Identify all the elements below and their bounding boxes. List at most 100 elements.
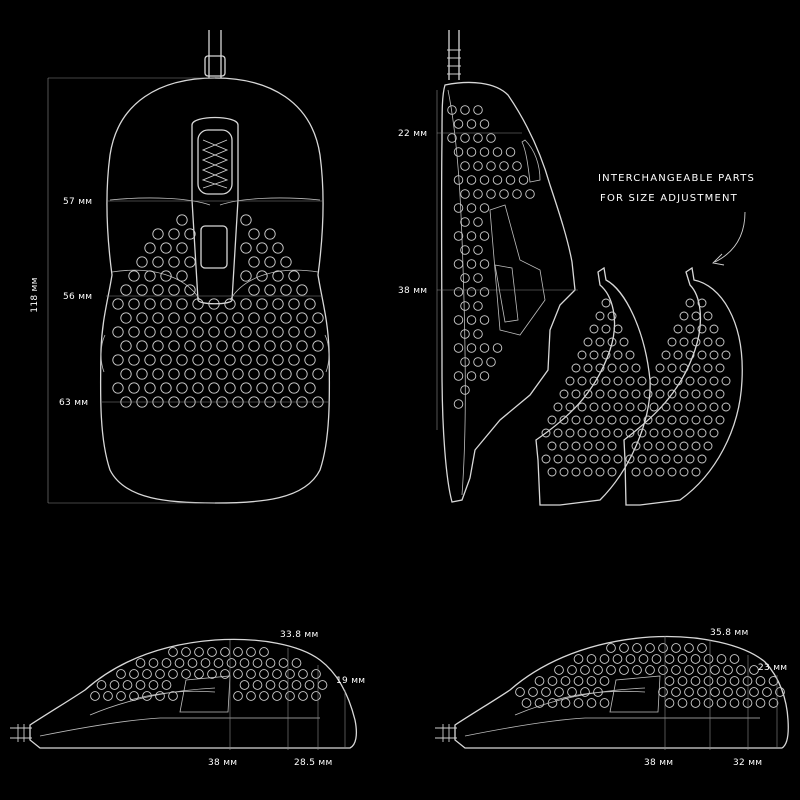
- honeycomb-hole: [460, 133, 470, 143]
- honeycomb-hole: [586, 698, 597, 708]
- honeycomb-hole: [571, 467, 581, 477]
- honeycomb-hole: [667, 441, 677, 451]
- honeycomb-hole: [116, 691, 126, 701]
- honeycomb-hole: [677, 654, 688, 664]
- honeycomb-hole: [168, 256, 180, 268]
- honeycomb-hole: [256, 354, 268, 366]
- honeycomb-hole: [160, 242, 172, 254]
- height-top-label: 22 мм: [398, 129, 427, 139]
- honeycomb-hole: [453, 343, 464, 353]
- honeycomb-hole: [453, 203, 464, 213]
- honeycomb-hole: [567, 687, 577, 697]
- honeycomb-hole: [473, 245, 483, 255]
- honeycomb-hole: [272, 326, 284, 338]
- honeycomb-hole: [645, 665, 655, 675]
- honeycomb-hole: [703, 441, 713, 451]
- honeycomb-hole: [589, 454, 599, 464]
- honeycomb-hole: [460, 357, 470, 367]
- honeycomb-hole: [599, 676, 610, 686]
- honeycomb-hole: [697, 665, 707, 675]
- honeycomb-hole: [697, 428, 707, 438]
- honeycomb-hole: [168, 228, 180, 240]
- honeycomb-hole: [658, 665, 668, 675]
- honeycomb-hole: [679, 441, 689, 451]
- honeycomb-hole: [473, 357, 483, 367]
- honeycomb-hole: [685, 298, 695, 308]
- side-right-cable: [435, 724, 457, 742]
- honeycomb-hole: [607, 441, 617, 451]
- honeycomb-hole: [152, 368, 164, 380]
- side-left-distance-main-label: 38 мм: [208, 758, 237, 768]
- honeycomb-hole: [613, 350, 623, 360]
- honeycomb-hole: [619, 363, 629, 373]
- honeycomb-hole: [453, 399, 464, 409]
- honeycomb-hole: [613, 454, 623, 464]
- honeycomb-hole: [285, 691, 295, 701]
- honeycomb-hole: [525, 189, 535, 199]
- honeycomb-hole: [661, 402, 671, 412]
- honeycomb-hole: [679, 363, 689, 373]
- honeycomb-hole: [673, 428, 683, 438]
- honeycomb-hole: [248, 228, 260, 240]
- profile-inner-edge: [447, 89, 466, 496]
- honeycomb-hole: [631, 363, 641, 373]
- honeycomb-hole: [721, 376, 731, 386]
- honeycomb-hole: [613, 376, 623, 386]
- honeycomb-hole: [144, 382, 156, 394]
- honeycomb-hole: [473, 301, 483, 311]
- honeycomb-hole: [466, 203, 477, 213]
- honeycomb-hole: [148, 680, 159, 690]
- honeycomb-hole: [565, 376, 575, 386]
- honeycomb-hole: [142, 691, 152, 701]
- honeycomb-hole: [716, 676, 727, 686]
- honeycomb-hole: [709, 376, 719, 386]
- honeycomb-hole: [673, 350, 683, 360]
- honeycomb-hole: [625, 376, 635, 386]
- side-grooves: [100, 334, 330, 373]
- honeycomb-hole: [697, 324, 707, 334]
- honeycomb-hole: [152, 256, 164, 268]
- honeycomb-hole: [580, 665, 590, 675]
- honeycomb-hole: [645, 643, 655, 653]
- honeycomb-hole: [192, 326, 204, 338]
- honeycomb-hole: [528, 687, 538, 697]
- honeycomb-hole: [168, 669, 178, 679]
- honeycomb-hole: [256, 298, 268, 310]
- honeycomb-hole: [272, 691, 282, 701]
- honeycomb-hole: [120, 284, 132, 296]
- honeycomb-hole: [232, 340, 244, 352]
- honeycomb-hole: [280, 312, 292, 324]
- honeycomb-hole: [216, 312, 228, 324]
- honeycomb-hole: [144, 326, 156, 338]
- honeycomb-hole: [453, 371, 464, 381]
- honeycomb-hole: [252, 680, 263, 690]
- honeycomb-hole: [291, 680, 302, 690]
- honeycomb-hole: [453, 287, 464, 297]
- honeycomb-hole: [240, 214, 252, 226]
- honeycomb-hole: [601, 428, 611, 438]
- honeycomb-hole: [673, 324, 683, 334]
- honeycomb-hole: [565, 454, 575, 464]
- honeycomb-hole: [679, 389, 689, 399]
- honeycomb-hole: [655, 363, 665, 373]
- honeycomb-hole: [697, 376, 707, 386]
- honeycomb-hole: [272, 270, 284, 282]
- honeycomb-hole: [152, 284, 164, 296]
- side-part-large: [623, 266, 743, 506]
- honeycomb-hole: [239, 680, 250, 690]
- honeycomb-hole: [703, 389, 713, 399]
- side-button: [494, 264, 519, 323]
- honeycomb-hole: [486, 357, 496, 367]
- honeycomb-hole: [112, 354, 124, 366]
- honeycomb-hole: [559, 415, 569, 425]
- honeycomb-hole: [453, 147, 464, 157]
- honeycomb-hole: [291, 658, 302, 668]
- honeycomb-hole: [264, 256, 276, 268]
- honeycomb-hole: [176, 214, 188, 226]
- honeycomb-hole: [479, 147, 490, 157]
- honeycomb-hole: [248, 284, 260, 296]
- honeycomb-hole: [264, 228, 276, 240]
- honeycomb-hole: [447, 105, 457, 115]
- honeycomb-hole: [176, 270, 188, 282]
- honeycomb-hole: [643, 441, 653, 451]
